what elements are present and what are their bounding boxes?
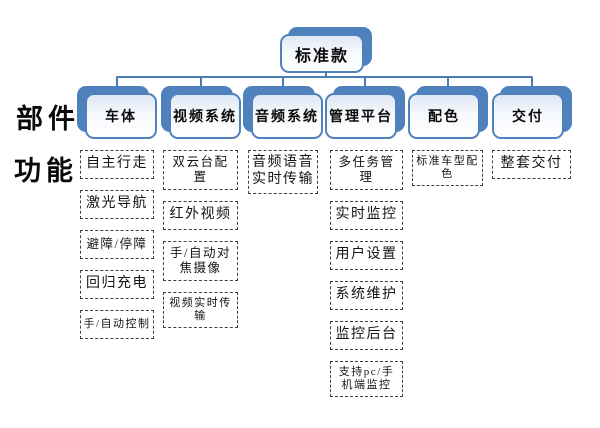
node-front-layer: 管理平台 (325, 93, 397, 139)
feature-box: 避障/停障 (80, 230, 154, 259)
feature-box: 监控后台 (330, 321, 403, 350)
feature-box: 手/自动对 焦摄像 (163, 241, 238, 281)
feature-column-body: 自主行走激光导航避障/停障回归充电手/自动控制 (80, 150, 154, 350)
connector-drop-5 (447, 77, 449, 88)
connector-drop-2 (200, 77, 202, 88)
feature-box: 红外视频 (163, 201, 238, 230)
feature-box: 音频语音 实时传输 (248, 150, 318, 194)
connector-drop-3 (282, 77, 284, 88)
category-node-video-system: 视频系统 (161, 86, 241, 140)
connector-drop-1 (116, 77, 118, 88)
connector-root-stub (325, 70, 327, 78)
connector-drop-4 (364, 77, 366, 88)
category-label: 车体 (105, 110, 137, 125)
root-node-label: 标准款 (294, 47, 349, 65)
category-label: 视频系统 (173, 110, 237, 125)
feature-box: 手/自动控制 (80, 310, 154, 339)
feature-box: 系统维护 (330, 281, 403, 310)
feature-box: 标准车型配色 (412, 150, 483, 187)
connector-horizontal (116, 76, 533, 78)
category-node-management-platform: 管理平台 (325, 86, 405, 140)
feature-box: 回归充电 (80, 270, 154, 299)
feature-box: 多任务管理 (330, 150, 403, 190)
root-node-front-layer: 标准款 (280, 34, 364, 73)
category-label: 交付 (512, 110, 544, 125)
feature-box: 支持pc/手 机端监控 (330, 361, 403, 398)
node-front-layer: 车体 (85, 93, 157, 139)
feature-column-video-system: 双云台配置红外视频手/自动对 焦摄像视频实时传输 (163, 150, 238, 339)
category-node-audio-system: 音频系统 (243, 86, 323, 140)
root-node: 标准款 (280, 27, 372, 73)
feature-column-management-platform: 多任务管理实时监控用户设置系统维护监控后台支持pc/手 机端监控 (330, 150, 403, 408)
node-front-layer: 配色 (408, 93, 480, 139)
feature-column-delivery: 整套交付 (492, 150, 571, 190)
feature-column-color-scheme: 标准车型配色 (412, 150, 483, 197)
node-front-layer: 交付 (492, 93, 564, 139)
row-label-functions: 功能 (14, 156, 78, 186)
feature-column-audio-system: 音频语音 实时传输 (248, 150, 318, 205)
category-label: 音频系统 (255, 110, 319, 125)
feature-box: 自主行走 (80, 150, 154, 179)
feature-box: 视频实时传输 (163, 292, 238, 329)
node-front-layer: 音频系统 (251, 93, 323, 139)
node-front-layer: 视频系统 (169, 93, 241, 139)
category-node-delivery: 交付 (492, 86, 572, 140)
feature-box: 双云台配置 (163, 150, 238, 190)
category-node-body: 车体 (77, 86, 157, 140)
connector-drop-6 (531, 77, 533, 88)
feature-box: 用户设置 (330, 241, 403, 270)
category-node-color-scheme: 配色 (408, 86, 488, 140)
category-label: 配色 (428, 110, 460, 125)
feature-box: 实时监控 (330, 201, 403, 230)
row-label-parts: 部件 (16, 104, 80, 134)
feature-box: 激光导航 (80, 190, 154, 219)
category-label: 管理平台 (329, 110, 393, 125)
feature-box: 整套交付 (492, 150, 571, 179)
